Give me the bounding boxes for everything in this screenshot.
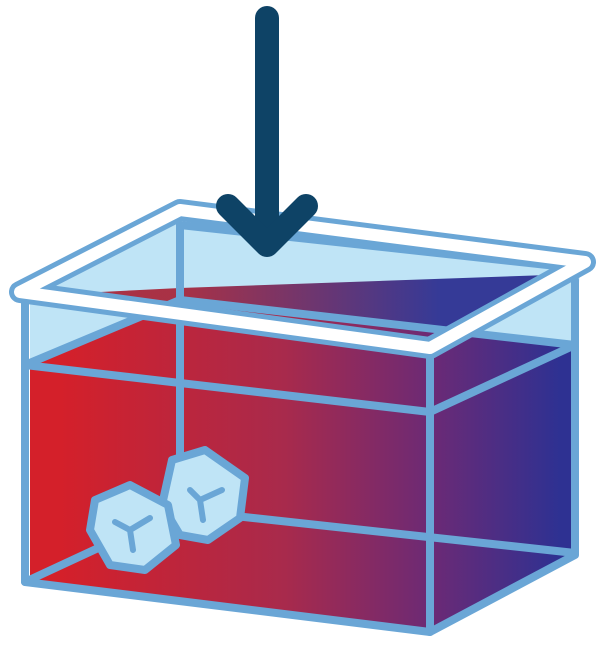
liquid-body (30, 300, 575, 632)
tank-rim (14, 204, 591, 354)
ice-cube-front (86, 481, 180, 574)
ice-cube-icon (86, 446, 249, 574)
tank-icon (9, 199, 596, 636)
down-arrow-icon (216, 6, 318, 257)
